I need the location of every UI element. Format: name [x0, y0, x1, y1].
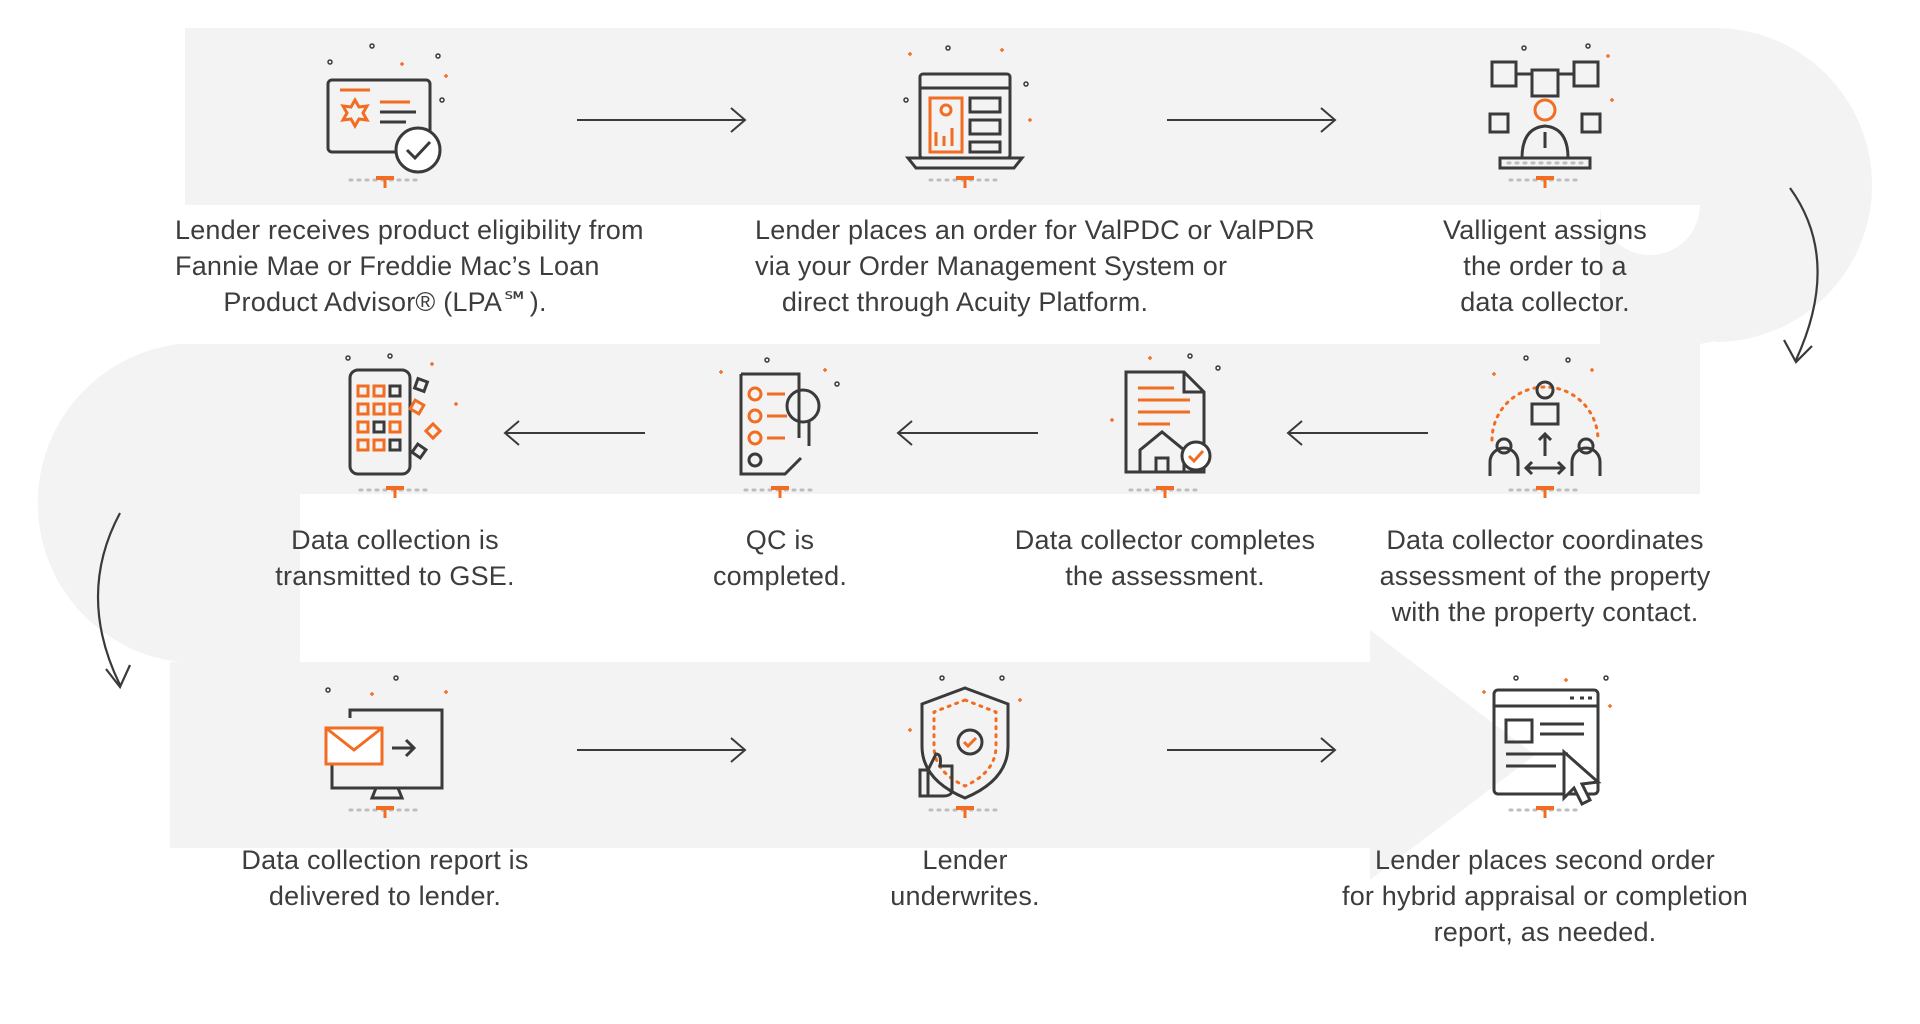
- turn-arrow-left: [96, 512, 132, 690]
- arrow-right-1: [577, 107, 747, 133]
- step-1-caption: Lender receives product eligibility from…: [175, 215, 644, 317]
- coordinate-people-icon: [1470, 350, 1620, 500]
- step-2-caption: Lender places an order for ValPDC or Val…: [755, 215, 1315, 317]
- arrow-right-2: [1167, 107, 1337, 133]
- arrow-left-1: [1286, 420, 1428, 446]
- step-1: Lender receives product eligibility from…: [175, 40, 644, 320]
- step-10: Lender places second order for hybrid ap…: [1335, 670, 1755, 950]
- step-6: QC is completed.: [570, 350, 990, 594]
- step-9: Lender underwrites.: [755, 670, 1175, 914]
- order-laptop-icon: [890, 40, 1040, 190]
- step-2: Lender places an order for ValPDC or Val…: [755, 40, 1315, 320]
- qc-checklist-icon: [705, 350, 855, 500]
- arrow-right-3: [577, 737, 747, 763]
- step-7-caption: Data collection is transmitted to GSE.: [275, 525, 515, 591]
- assessment-document-icon: [1090, 350, 1240, 500]
- shield-thumbs-up-icon: [890, 670, 1040, 820]
- step-6-caption: QC is completed.: [712, 525, 848, 591]
- browser-click-icon: [1470, 670, 1620, 820]
- assign-network-icon: [1470, 40, 1620, 190]
- step-4: Data collector coordinates assessment of…: [1335, 350, 1755, 630]
- step-8: Data collection report is delivered to l…: [175, 670, 595, 914]
- transmit-phone-icon: [320, 350, 470, 500]
- step-9-caption: Lender underwrites.: [890, 845, 1040, 911]
- arrow-left-2: [896, 420, 1038, 446]
- step-7: Data collection is transmitted to GSE.: [185, 350, 605, 594]
- arrow-left-3: [503, 420, 645, 446]
- step-4-caption: Data collector coordinates assessment of…: [1379, 525, 1711, 627]
- step-5: Data collector completes the assessment.: [955, 350, 1375, 594]
- eligibility-certificate-icon: [310, 40, 460, 190]
- turn-arrow-right: [1783, 187, 1819, 364]
- step-3: Valligent assigns the order to a data co…: [1335, 40, 1755, 320]
- step-8-caption: Data collection report is delivered to l…: [241, 845, 529, 911]
- step-5-caption: Data collector completes the assessment.: [1014, 525, 1316, 591]
- arrow-right-4: [1167, 737, 1337, 763]
- step-10-caption: Lender places second order for hybrid ap…: [1342, 845, 1748, 947]
- step-3-caption: Valligent assigns the order to a data co…: [1442, 215, 1647, 317]
- email-report-icon: [310, 670, 460, 820]
